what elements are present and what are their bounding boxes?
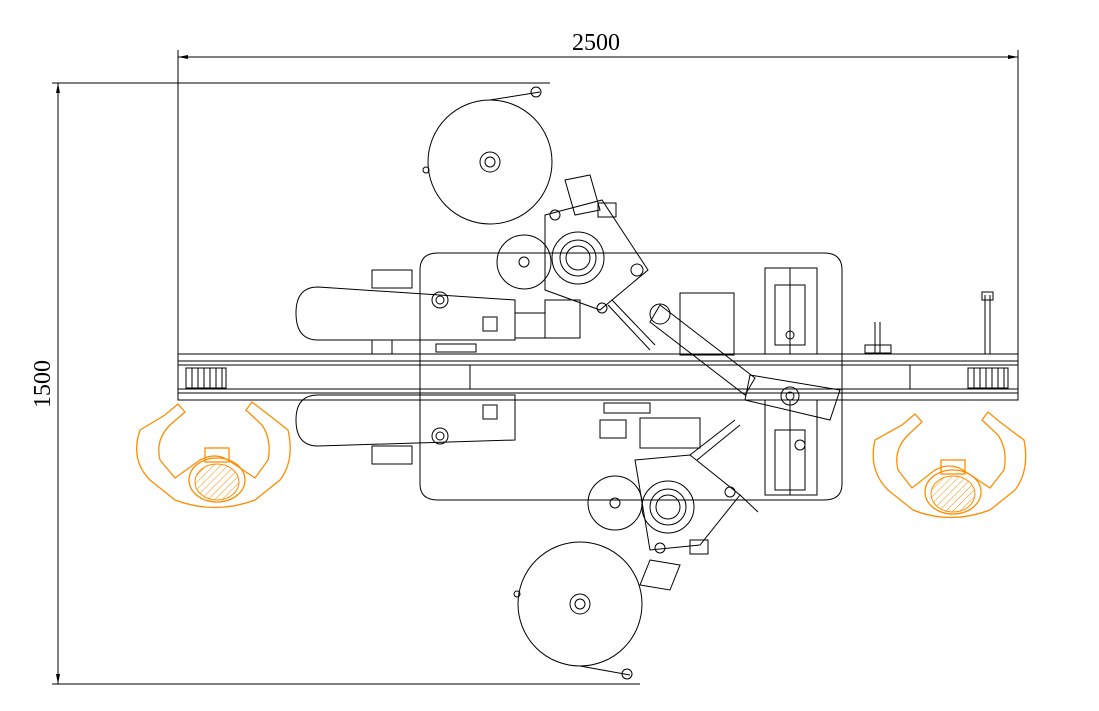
height-dimension: 1500 — [30, 82, 640, 685]
left-sprocket — [185, 367, 227, 389]
bottom-belt-unit — [295, 394, 701, 465]
width-dimension: 2500 — [177, 30, 1019, 365]
height-dimension-label: 1500 — [30, 360, 56, 408]
top-unwind-roller — [496, 174, 656, 351]
operator-right — [872, 411, 1027, 519]
right-station — [764, 267, 818, 496]
bottom-label-roll — [513, 541, 643, 680]
top-label-roll — [422, 86, 553, 225]
top-belt-unit — [295, 269, 581, 355]
conveyor — [177, 291, 1019, 401]
right-sprocket — [967, 367, 1009, 389]
width-dimension-label: 2500 — [572, 30, 620, 56]
bottom-unwind-roller — [587, 419, 759, 591]
swing-arm — [649, 292, 841, 421]
machine-frame — [419, 252, 843, 501]
operator-left — [136, 401, 291, 509]
